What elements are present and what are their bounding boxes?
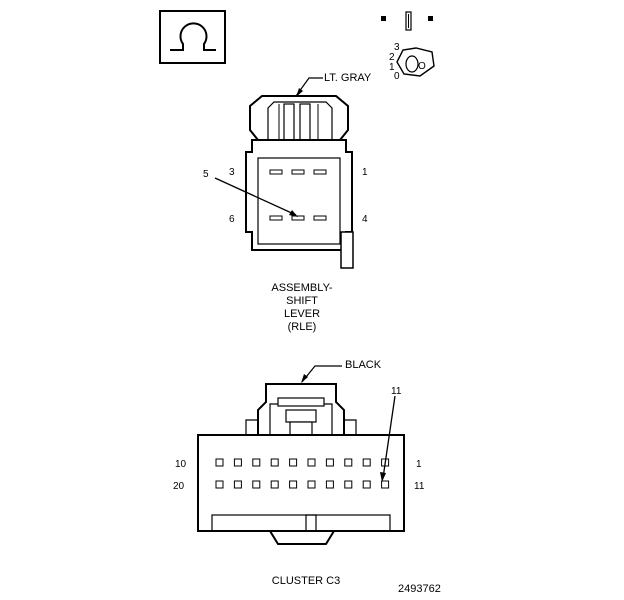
c3-pin-cavity-bottom-8 (344, 480, 353, 489)
c3-pin-cavity-bottom-9 (362, 480, 371, 489)
c3-color-label: BLACK (345, 359, 382, 371)
c3-pin-cavity-top-3 (252, 458, 261, 467)
c3-pin-11-callout: 11 (391, 386, 402, 397)
svg-text:O: O (418, 61, 426, 72)
c3-name: CLUSTER C3 (272, 575, 340, 587)
c3-pin-20-label: 20 (173, 481, 185, 492)
figure-number: 2493762 (398, 583, 441, 595)
c3-pin-cavity-top-9 (362, 458, 371, 467)
c3-pin-cavity-top-5 (289, 458, 298, 467)
rle-name-line-1: ASSEMBLY- (271, 282, 332, 294)
c3-pin-cavity-top-1 (215, 458, 224, 467)
c3-pin-cavity-top-2 (233, 458, 242, 467)
rle-pin-3-label: 3 (229, 167, 235, 178)
rle-name-line-3: LEVER (284, 308, 320, 320)
rle-name-line-2: SHIFT (286, 295, 318, 307)
svg-text:3: 3 (394, 42, 400, 53)
svg-text:2: 2 (389, 52, 395, 63)
c3-pin-1-label: 1 (416, 459, 422, 470)
c3-pin-cavity-bottom-10 (381, 480, 390, 489)
c3-pin-cavity-top-8 (344, 458, 353, 467)
c3-pin-cavity-bottom-1 (215, 480, 224, 489)
rle-color-label: LT. GRAY (324, 72, 372, 84)
rle-name-line-4: (RLE) (288, 321, 317, 333)
rle-pin-1-label: 1 (362, 167, 368, 178)
c3-pin-cavity-bottom-2 (233, 480, 242, 489)
rle-pin-5-callout: 5 (203, 169, 209, 180)
svg-text:1: 1 (389, 62, 395, 73)
rle-connector: LT. GRAY 3 1 6 4 5 ASSEMBLY- SHIFT LEVER… (203, 72, 372, 333)
c3-pin-11-label: 11 (414, 481, 425, 492)
ohm-symbol-icon (159, 10, 226, 64)
c3-pin-cavity-bottom-6 (307, 480, 316, 489)
c3-pin-cavity-top-7 (325, 458, 334, 467)
svg-text:0: 0 (394, 71, 400, 82)
c3-pin-cavity-bottom-4 (270, 480, 279, 489)
multimeter-key-icon: O 3 2 1 0 (381, 11, 435, 82)
c3-pin-cavity-top-4 (270, 458, 279, 467)
c3-pin-cavity-bottom-5 (289, 480, 298, 489)
rle-pin-6-label: 6 (229, 214, 235, 225)
rle-pin-4-label: 4 (362, 214, 368, 225)
c3-connector: BLACK 11 10 1 20 11 CLUSTER C3 (173, 359, 425, 587)
c3-pin-cavity-bottom-7 (325, 480, 334, 489)
c3-pin-10-label: 10 (175, 459, 187, 470)
c3-pin-cavity-bottom-3 (252, 480, 261, 489)
c3-pin-cavity-top-6 (307, 458, 316, 467)
